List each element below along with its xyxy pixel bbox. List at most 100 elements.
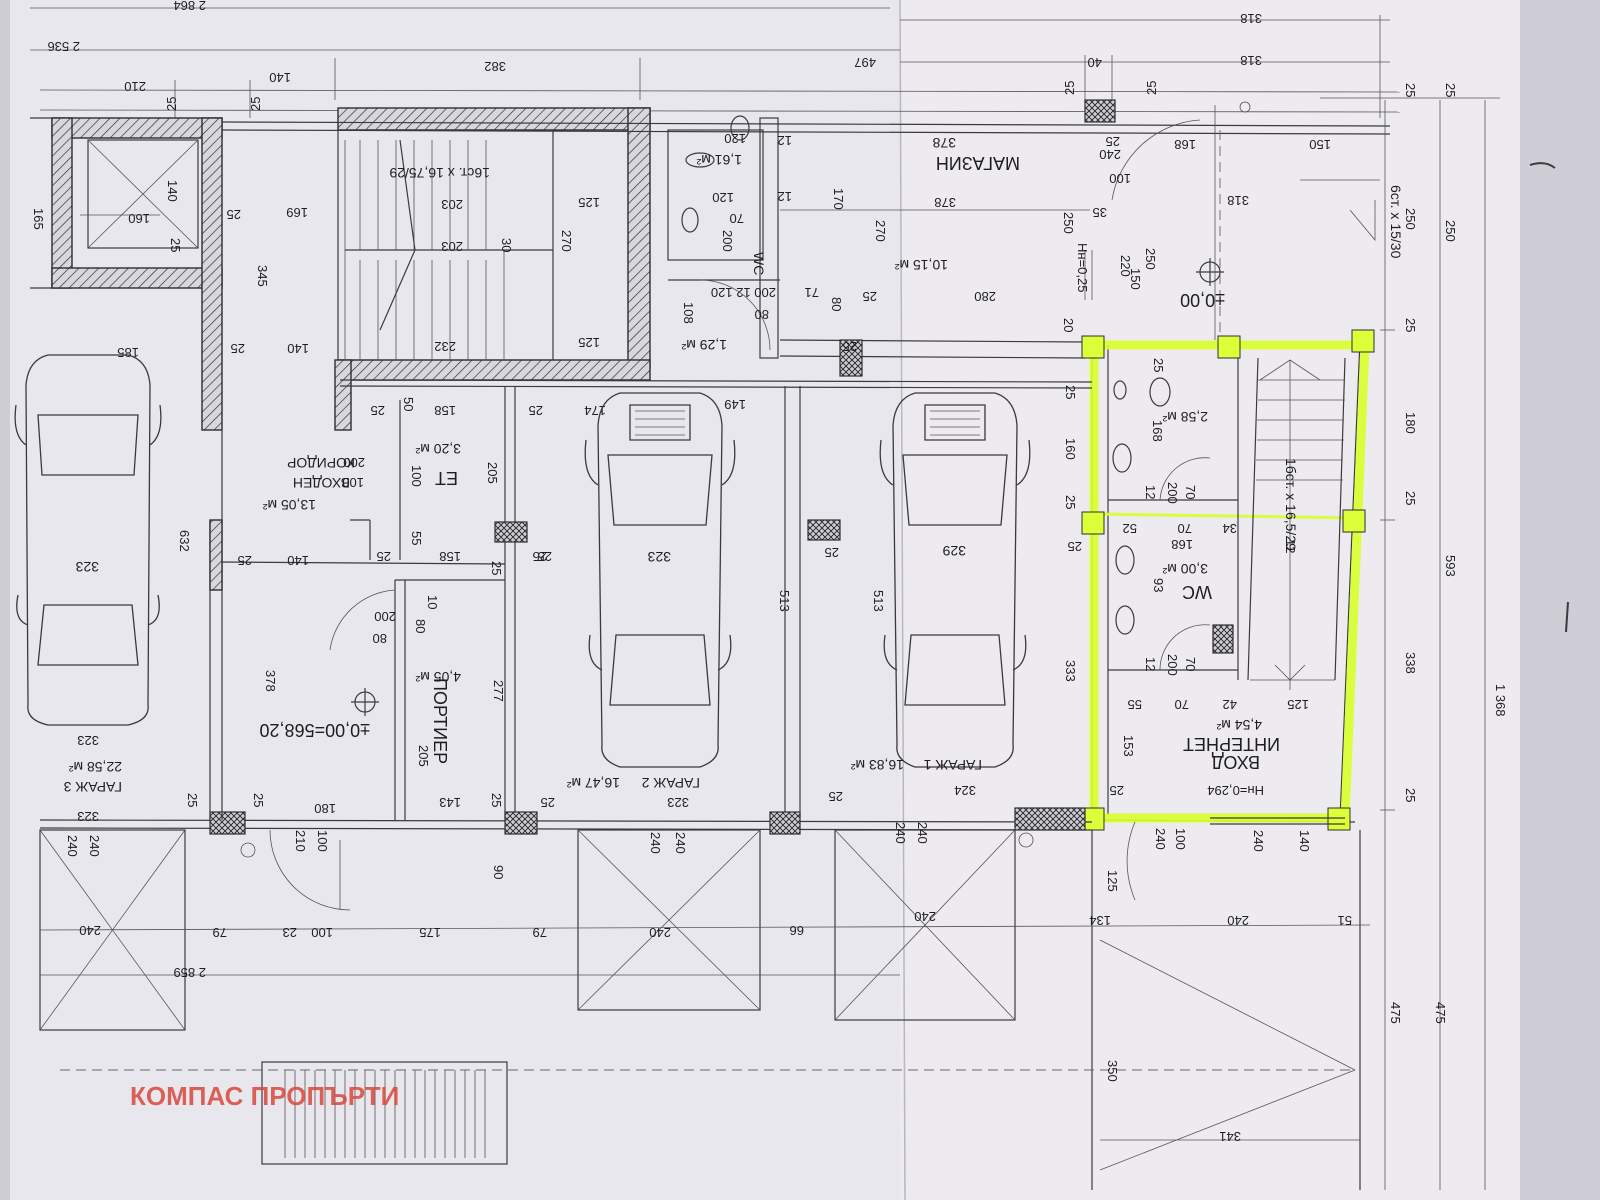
outer-walls (30, 99, 1391, 431)
dim-35: 35 (1093, 205, 1107, 220)
dim-12c: 12 (778, 133, 792, 148)
dim-bot-23: 23 (283, 925, 297, 940)
dim-70d: 70 (1183, 657, 1198, 671)
portier-area: 4,05 м² (415, 669, 461, 685)
dim-240f: 240 (1153, 828, 1168, 850)
dim-160-elev: 160 (128, 211, 150, 226)
korid-area: 13,05 м² (262, 497, 316, 513)
garage-2-label: ГАРАЖ 2 (641, 775, 700, 791)
dim-240-d2b: 240 (673, 832, 688, 854)
dim-240-d1a: 240 (65, 835, 80, 857)
dim-r-25top2: 25 (1443, 83, 1458, 97)
dim-125d: 125 (1105, 870, 1120, 892)
dim-25i: 25 (185, 793, 200, 807)
dim-25bb: 25 (1063, 385, 1078, 399)
korid-100: 100 (342, 475, 364, 490)
dim-220: 220 (1118, 255, 1133, 277)
dim-bot-66: 66 (790, 923, 804, 938)
entry-rooms (240, 400, 505, 911)
dim-240-d3: 240 (893, 822, 908, 844)
dim-100a: 100 (409, 465, 424, 487)
dim-200a: 200 (1165, 482, 1180, 504)
elevator-shaft (80, 139, 199, 249)
dim-25n: 25 (843, 339, 857, 354)
stairs-entry-label: 6ст. х 15/30 (1388, 185, 1404, 259)
dim-25m: 25 (863, 289, 877, 304)
level-main: ±0,00=568,20 (260, 720, 370, 740)
level-right: ±0,00 (1180, 290, 1225, 310)
garage-2-width: 323 (667, 795, 689, 810)
vhod-internet-name2: ИНТЕРНЕТ (1183, 734, 1280, 754)
garage-1-length: 329 (942, 543, 966, 559)
wc-upper-area: 2,58 м² (1162, 409, 1208, 425)
bottom-dimensions (39, 924, 1371, 1141)
dim-25e: 25 (489, 561, 504, 575)
dim-513b: 513 (871, 590, 886, 612)
stairs-top (337, 129, 554, 361)
dim-270a: 270 (559, 230, 574, 252)
korid-name1: ВХОДЕН (293, 475, 350, 491)
dim-378b: 378 (934, 195, 956, 210)
car-garage-3 (14, 354, 162, 726)
dim-52: 52 (1123, 521, 1137, 536)
dim-25c: 25 (1062, 81, 1077, 95)
dim-120a: 120 (724, 131, 746, 146)
car-garage-1 (879, 392, 1031, 768)
dim-168c: 168 (1171, 537, 1193, 552)
dim-632: 632 (177, 530, 192, 552)
dim-70e: 70 (1175, 697, 1189, 712)
dim-r-180: 180 (1403, 412, 1418, 434)
dim-10: 10 (425, 595, 440, 609)
dim-280: 280 (974, 289, 996, 304)
dim-100b: 100 (1109, 171, 1131, 186)
dim-205a: 205 (485, 462, 500, 484)
dim-277: 277 (491, 680, 506, 702)
garage-3-name: ГАРАЖ 3 (63, 779, 122, 795)
pen-mark (1529, 162, 1569, 633)
dim-125a: 125 (578, 195, 600, 210)
dim-r-475a: 475 (1388, 1002, 1403, 1024)
dim-200b: 200 (1165, 654, 1180, 676)
top-dimensions (30, 7, 1500, 118)
dim-140b: 140 (287, 553, 309, 568)
small-wc-area: 1,61 м² (696, 152, 742, 168)
dim-25h: 25 (541, 795, 555, 810)
dim-bot-134: 134 (1089, 913, 1111, 928)
highlighted-unit (1018, 329, 1375, 901)
dim-bot-175: 175 (419, 925, 441, 940)
stairs-right-label: 1бст. х 16,5/29 (1283, 458, 1299, 551)
dim-250m: 250 (1143, 248, 1158, 270)
dim-250v: 250 (1061, 212, 1076, 234)
dim-25d: 25 (1144, 81, 1159, 95)
dim-240: 240 (1099, 147, 1121, 162)
dim-203a: 203 (441, 197, 463, 212)
dim-bot-2859: 2 859 (173, 965, 206, 980)
dim-210: 210 (124, 79, 146, 94)
dim-30: 30 (499, 238, 514, 252)
dim-bot-79b: 79 (533, 925, 547, 940)
dim-382: 382 (484, 59, 506, 74)
dim-378: 378 (263, 670, 278, 692)
dim-25v: 25 (1110, 783, 1124, 798)
dim-bot-240d: 240 (1227, 913, 1249, 928)
dim-200d: 200 (374, 609, 396, 624)
dim-25-elev: 25 (168, 238, 183, 252)
garage-1-width: 324 (954, 783, 976, 798)
dim-25gg: 25 (829, 789, 843, 804)
dim-180: 180 (314, 801, 336, 816)
stairs-top-label: 16ст. х 16,75/29 (389, 165, 490, 181)
dim-34: 34 (1223, 521, 1237, 536)
dim-93: 93 (1151, 578, 1166, 592)
dim-345: 345 (255, 265, 270, 287)
dim-42: 42 (1223, 697, 1237, 712)
garage-3-area: 22,58 м² (68, 759, 122, 775)
dim-70a: 70 (1183, 485, 1198, 499)
dim-100d: 100 (315, 830, 330, 852)
dim-240-d2: 240 (648, 832, 663, 854)
dim-50: 50 (401, 397, 416, 411)
dim-2536: 2 536 (47, 39, 80, 54)
dim-55b: 55 (1128, 697, 1142, 712)
dim-169: 169 (286, 205, 308, 220)
dim-25j: 25 (251, 793, 266, 807)
